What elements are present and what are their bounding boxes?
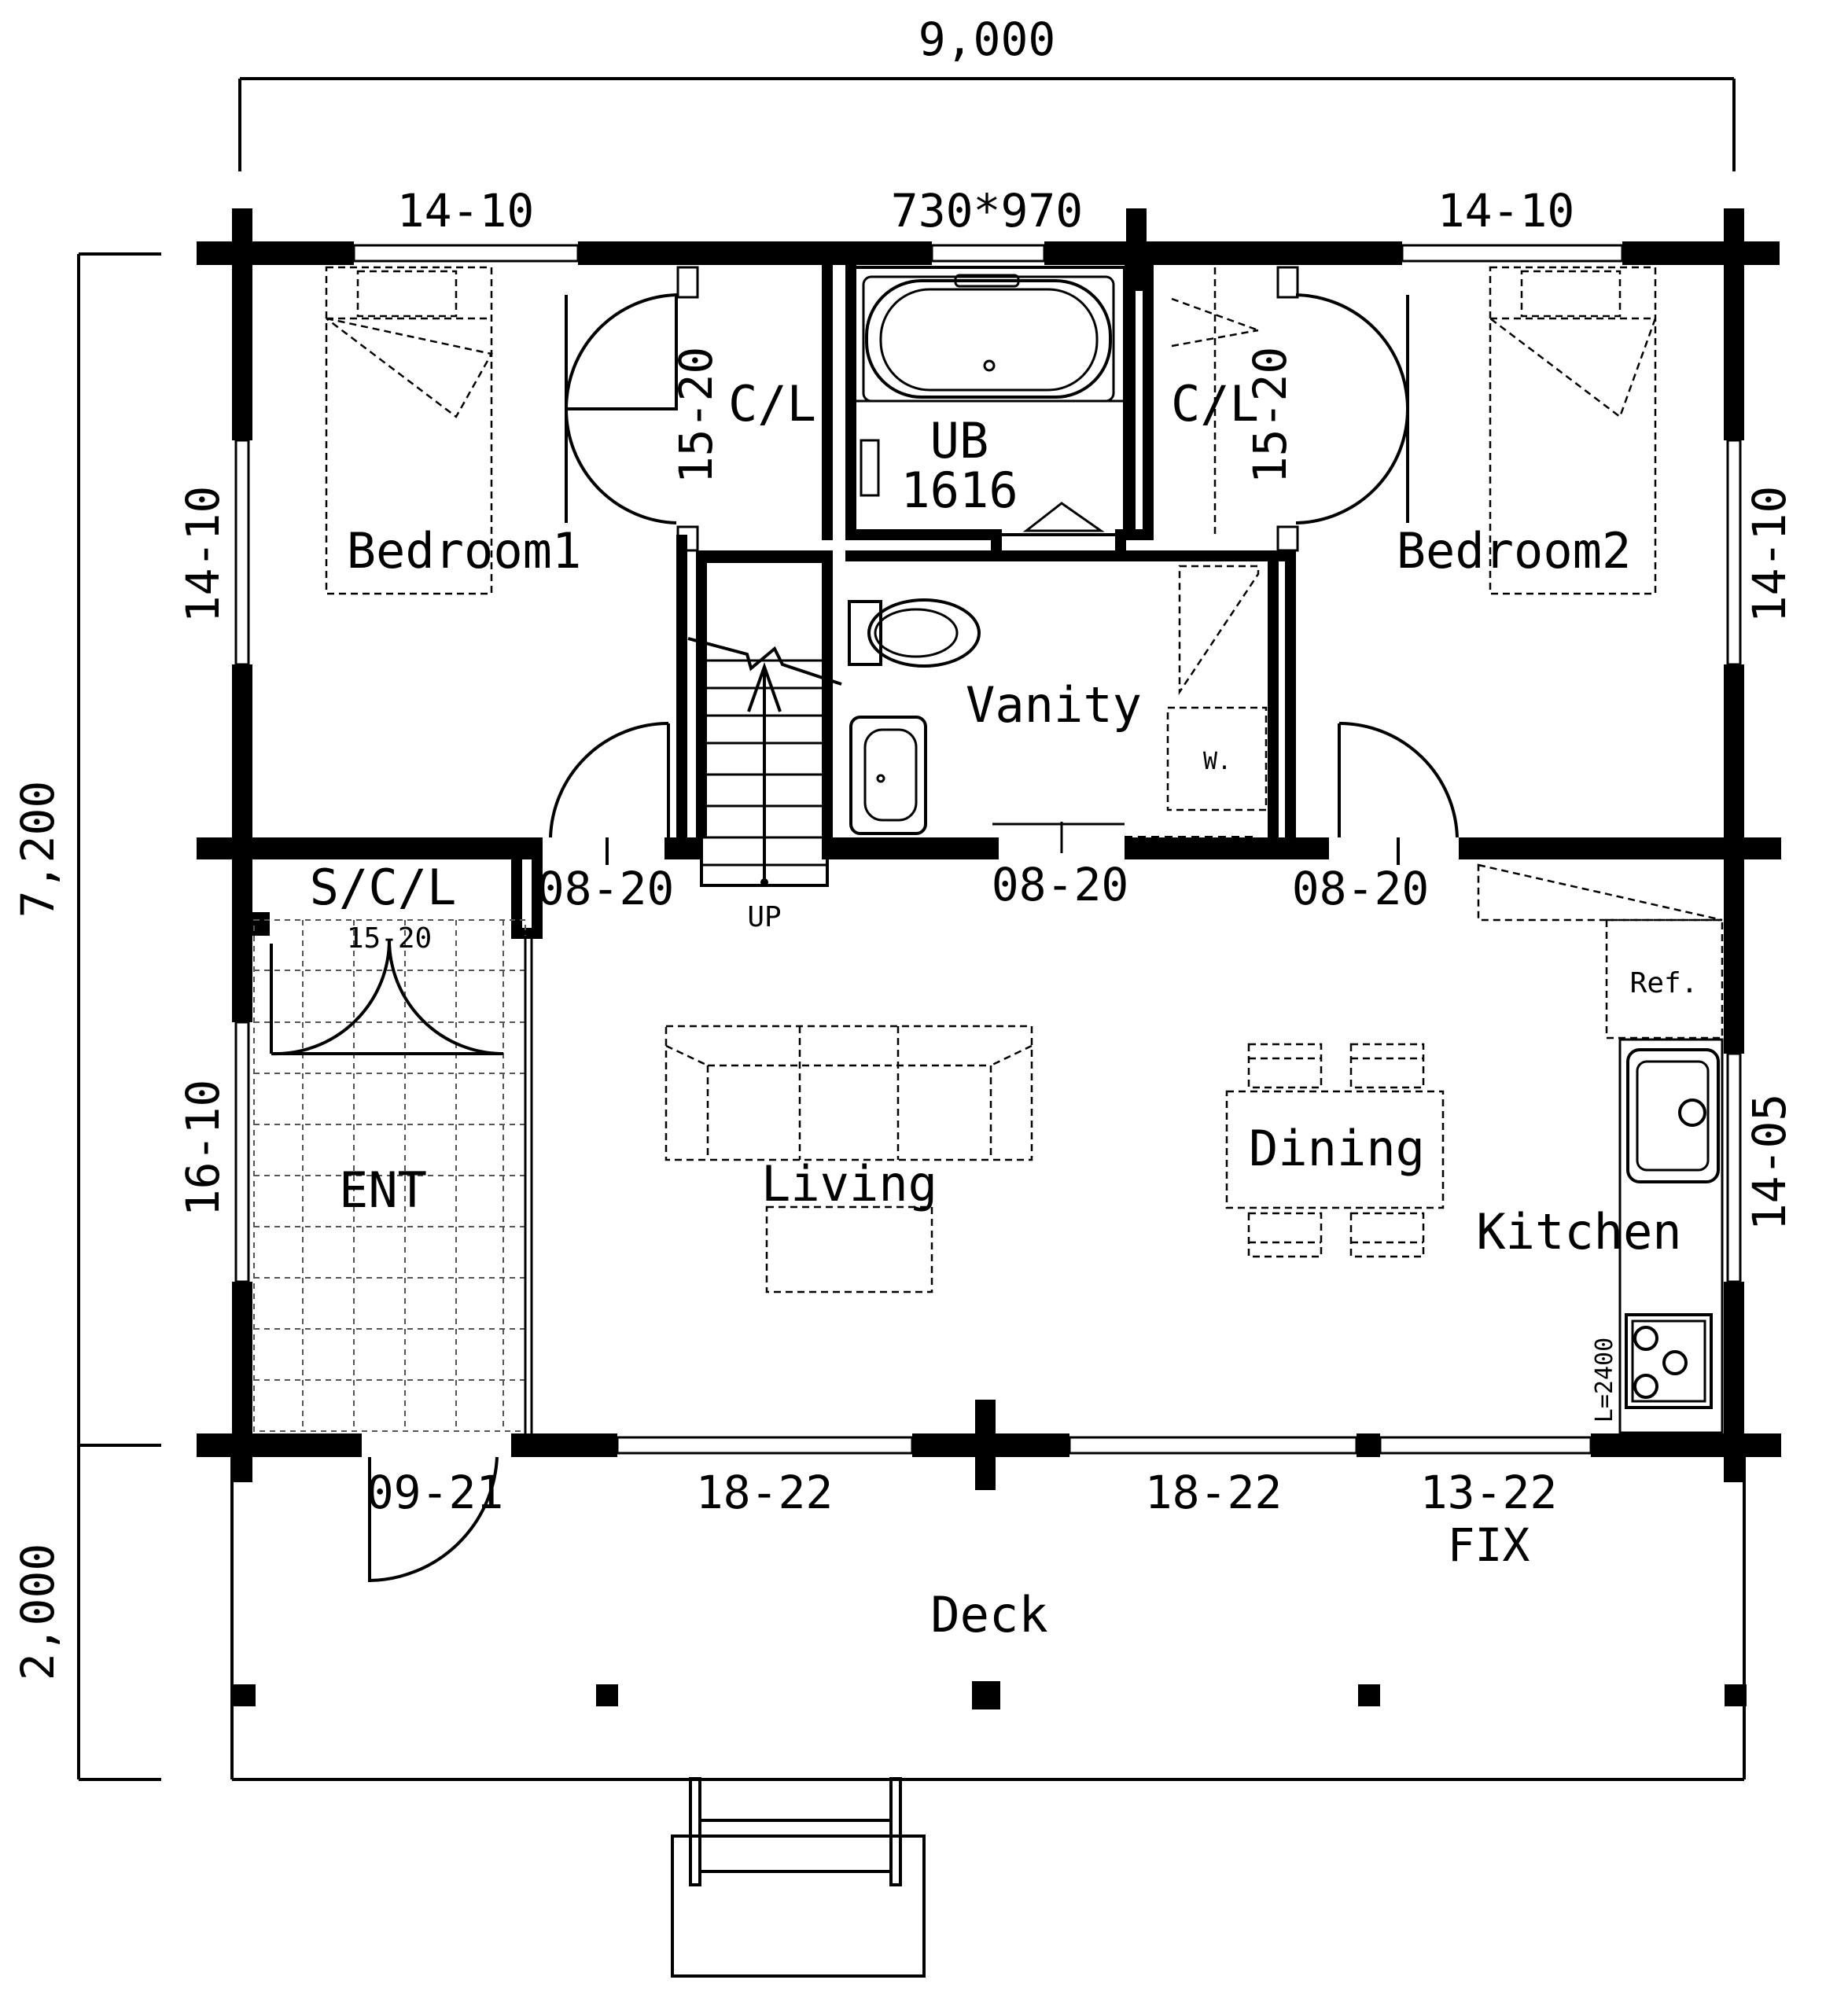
label-kitchen-side-window: 14-05 [1743, 1094, 1796, 1231]
room-bedroom2: Bedroom2 [1397, 522, 1632, 580]
label-vanity-door: 08-20 [992, 858, 1129, 911]
label-bedroom1-side-window: 14-10 [176, 486, 230, 624]
room-doors [549, 722, 1459, 865]
label-closet2-door: 15-20 [1243, 347, 1297, 484]
toilet-vanity-fixtures [848, 565, 1268, 853]
closet2-doors [1171, 266, 1409, 552]
label-entrance-door: 09-21 [366, 1466, 504, 1519]
room-vanity: Vanity [966, 676, 1142, 734]
dim-overall-width: 9,000 [918, 13, 1056, 66]
refrigerator-label: Ref. [1630, 967, 1699, 999]
label-shoe-closet-door: 15-20 [347, 922, 432, 955]
label-living-window-left: 18-22 [696, 1466, 834, 1519]
stairs-up-label: UP [747, 901, 781, 933]
room-closet2: C/L [1171, 375, 1259, 432]
dim-overall-depth: 7,200 [11, 781, 64, 918]
kitchen-fixtures [1477, 863, 1724, 1434]
room-deck: Deck [930, 1586, 1047, 1643]
washer-label: W. [1203, 748, 1231, 775]
room-entrance: ENT [339, 1161, 427, 1219]
stairs [687, 560, 842, 887]
room-bedroom1: Bedroom1 [347, 522, 582, 580]
dim-deck-depth: 2,000 [11, 1544, 64, 1681]
room-shoe-closet: S/C/L [310, 859, 457, 916]
room-living: Living [761, 1155, 937, 1213]
label-living-window-right: 18-22 [1145, 1466, 1283, 1519]
label-bedroom1-door: 08-20 [537, 862, 675, 915]
label-bedroom1-top-window: 14-10 [397, 184, 535, 237]
bedroom2-furniture [1489, 266, 1657, 595]
room-unit-bath: UB [930, 412, 989, 469]
label-bath-window: 730*970 [891, 184, 1083, 237]
label-bedroom2-side-window: 14-10 [1743, 486, 1796, 624]
living-furniture [664, 1025, 1033, 1294]
closet1-doors [564, 266, 699, 552]
label-closet1-door: 15-20 [669, 347, 723, 484]
bedroom1-furniture [325, 266, 493, 595]
label-bedroom2-top-window: 14-10 [1438, 184, 1575, 237]
shoe-closet-doors [270, 939, 504, 1056]
unit-bath-fixtures [852, 266, 1126, 536]
counter-length-label: L=2400 [1591, 1338, 1618, 1422]
label-bedroom2-door: 08-20 [1292, 862, 1430, 915]
room-dining: Dining [1249, 1120, 1425, 1177]
entrance-tiles [253, 919, 533, 1433]
label-fixed-window: 13-22 [1420, 1466, 1558, 1519]
room-unit-bath-size: 1616 [900, 462, 1018, 519]
deck [230, 1456, 1747, 1978]
room-kitchen: Kitchen [1476, 1203, 1681, 1260]
room-closet1: C/L [728, 375, 816, 432]
dining-furniture [1225, 1043, 1445, 1258]
dimension-lines [77, 77, 1736, 1781]
label-fixed-window-type: FIX [1448, 1518, 1530, 1572]
label-entrance-side-window: 16-10 [176, 1080, 230, 1217]
